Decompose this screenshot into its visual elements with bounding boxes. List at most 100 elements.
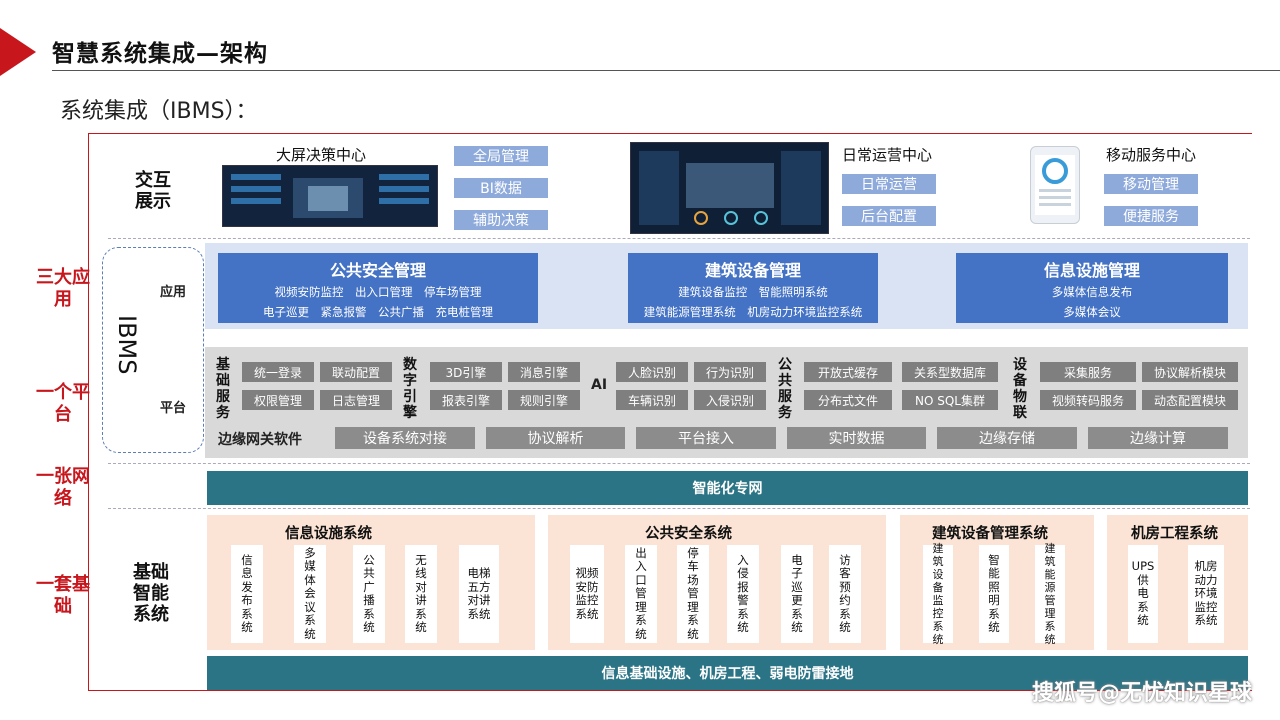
ibms-box (102, 247, 204, 453)
label-ai: AI (591, 377, 608, 393)
app-line: 多媒体信息发布 (1051, 285, 1133, 299)
chip-video-transcoding: 视频转码服务 (1040, 390, 1136, 410)
system-card: 智能照明系统 (979, 545, 1009, 643)
app-line: 多媒体会议 (1063, 305, 1121, 319)
system-card: 无线对讲系统 (405, 545, 437, 643)
page-subtitle: 系统集成（IBMS）： (60, 99, 258, 124)
chip-intrusion-recognition: 入侵识别 (694, 390, 766, 410)
label-basic-services: 基础服务 (216, 357, 230, 421)
chip-realtime-data: 实时数据 (787, 427, 926, 449)
chip-edge-computing: 边缘计算 (1088, 427, 1228, 449)
title-accent-triangle (0, 28, 36, 76)
system-card: 视频安防监控系统 (570, 545, 604, 643)
row-divider (108, 463, 1250, 464)
system-card: 多媒体会议系统 (294, 545, 326, 643)
system-card: 电子巡更系统 (781, 545, 813, 643)
label-edge-gateway: 边缘网关软件 (218, 432, 302, 448)
mobile-title: 移动服务中心 (1106, 146, 1197, 164)
chip-unified-login: 统一登录 (242, 362, 314, 382)
system-card: 出入口管理系统 (625, 545, 657, 643)
system-card: 建筑设备监控系统 (923, 542, 953, 646)
chip-rule-engine: 规则引擎 (508, 390, 580, 410)
system-card: 信息发布系统 (231, 545, 263, 643)
chip-mobile-management: 移动管理 (1104, 174, 1198, 194)
system-card: 入侵报警系统 (727, 545, 759, 643)
chip-message-engine: 消息引擎 (508, 362, 580, 382)
label-iot: 设备物联 (1013, 357, 1027, 421)
network-bar: 智能化专网 (207, 471, 1248, 505)
app-line: 建筑设备监控 智能照明系统 (678, 285, 828, 299)
header-divider (52, 70, 1280, 71)
foundation-title: 建筑设备管理系统 (932, 526, 1048, 542)
mobile-phone-thumbnail (1030, 146, 1080, 224)
chip-dynamic-config: 动态配置模块 (1142, 390, 1238, 410)
ibms-label: IBMS (113, 315, 141, 375)
app-title: 建筑设备管理 (704, 261, 801, 280)
app-line: 电子巡更 紧急报警 公共广播 充电桩管理 (263, 305, 493, 319)
chip-3d-engine: 3D引擎 (430, 362, 502, 382)
chip-distributed-file: 分布式文件 (804, 390, 892, 410)
chip-log-management: 日志管理 (320, 390, 392, 410)
daily-ops-thumbnail (630, 142, 829, 234)
big-screen-image (223, 166, 437, 226)
mobile-image (1035, 155, 1075, 215)
system-card: 建筑能源管理系统 (1035, 542, 1065, 646)
chip-decision-support: 辅助决策 (454, 210, 548, 230)
chip-backend-config: 后台配置 (842, 206, 936, 226)
chip-nosql-cluster: NO SQL集群 (902, 390, 998, 410)
app-line: 视频安防监控 出入口管理 停车场管理 (274, 285, 482, 299)
chip-collection-service: 采集服务 (1040, 362, 1136, 382)
label-data-engine: 数字引擎 (403, 357, 417, 421)
chip-protocol-parsing: 协议解析 (486, 427, 625, 449)
side-label-one-platform: 一个平台 (36, 382, 90, 425)
chip-permission-management: 权限管理 (242, 390, 314, 410)
chip-behavior-recognition: 行为识别 (694, 362, 766, 382)
ibms-app-label: 应用 (160, 285, 187, 300)
chip-platform-access: 平台接入 (636, 427, 776, 449)
system-card: 停车场管理系统 (677, 545, 709, 643)
side-label-one-network: 一张网络 (36, 466, 90, 509)
chip-daily-operations: 日常运营 (842, 174, 936, 194)
daily-ops-image (631, 143, 828, 233)
label-public-services: 公共服务 (778, 357, 792, 421)
chip-protocol-module: 协议解析模块 (1142, 362, 1238, 382)
ibms-platform-label: 平台 (160, 401, 187, 416)
row-label-foundation: 基础智能系统 (133, 562, 169, 625)
chip-bi-data: BI数据 (454, 178, 548, 198)
app-title: 信息设施管理 (1043, 261, 1140, 280)
watermark: 搜狐号@无忧知识星球 (1031, 681, 1252, 706)
diagram-frame (88, 133, 1252, 691)
infrastructure-bar: 信息基础设施、机房工程、弱电防雷接地 (207, 656, 1248, 690)
chip-vehicle-recognition: 车辆识别 (616, 390, 688, 410)
system-card: 电梯五方对讲系统 (459, 545, 499, 643)
app-title: 公共安全管理 (329, 261, 426, 280)
chip-open-cache: 开放式缓存 (804, 362, 892, 382)
row-label-interaction: 交互展示 (135, 170, 171, 212)
app-information-facilities: 信息设施管理 多媒体信息发布 多媒体会议 (956, 253, 1228, 323)
foundation-title: 机房工程系统 (1131, 526, 1218, 542)
big-screen-thumbnail (222, 165, 438, 227)
row-divider (108, 238, 1250, 239)
foundation-title: 公共安全系统 (645, 526, 732, 542)
chip-device-docking: 设备系统对接 (335, 427, 475, 449)
daily-ops-title: 日常运营中心 (842, 146, 933, 164)
big-screen-title: 大屏决策中心 (276, 146, 367, 164)
chip-linkage-config: 联动配置 (320, 362, 392, 382)
chip-report-engine: 报表引擎 (430, 390, 502, 410)
system-card: 机房动力环境监控系统 (1188, 545, 1224, 643)
chip-face-recognition: 人脸识别 (616, 362, 688, 382)
side-label-one-foundation: 一套基础 (36, 574, 90, 617)
chip-edge-storage: 边缘存储 (937, 427, 1077, 449)
app-public-safety: 公共安全管理 视频安防监控 出入口管理 停车场管理 电子巡更 紧急报警 公共广播… (218, 253, 538, 323)
system-card: 公共广播系统 (353, 545, 385, 643)
row-divider (108, 508, 1250, 509)
system-card: UPS供电系统 (1128, 545, 1158, 643)
app-line: 建筑能源管理系统 机房动力环境监控系统 (643, 305, 863, 319)
system-card: 访客预约系统 (829, 545, 861, 643)
foundation-title: 信息设施系统 (285, 526, 372, 542)
chip-convenient-service: 便捷服务 (1104, 206, 1198, 226)
chip-global-management: 全局管理 (454, 146, 548, 166)
page-title: 智慧系统集成—架构 (52, 41, 268, 67)
chip-relational-db: 关系型数据库 (902, 362, 998, 382)
app-building-equipment: 建筑设备管理 建筑设备监控 智能照明系统 建筑能源管理系统 机房动力环境监控系统 (628, 253, 878, 323)
